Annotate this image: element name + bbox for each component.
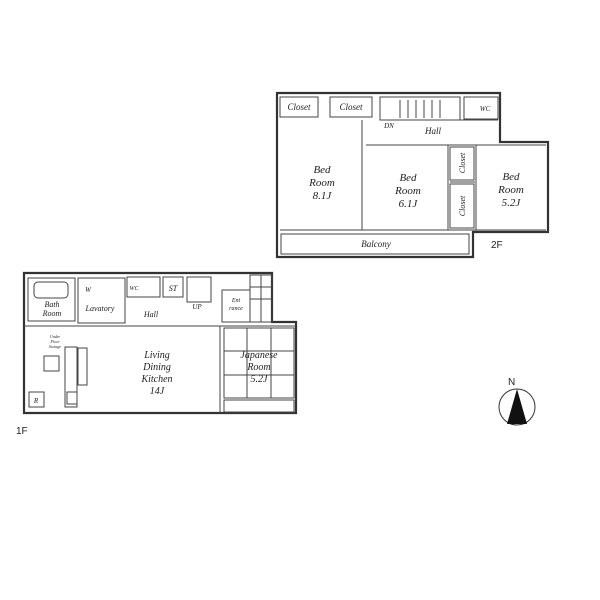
lavatory-label: Lavatory	[85, 304, 115, 313]
dn-label: DN	[383, 122, 394, 130]
closet-c-label: Closet	[458, 152, 467, 173]
closet-a-label: Closet	[287, 102, 311, 112]
storage-label: Under	[50, 334, 61, 339]
st-label: ST	[169, 284, 178, 293]
closet-c	[449, 146, 475, 181]
bathtub	[33, 281, 69, 299]
stove-icon	[66, 391, 78, 405]
floor-1-label: 1F	[16, 426, 28, 437]
interior-walls-1f	[24, 325, 296, 413]
hall-2f-label: Hall	[424, 126, 442, 136]
up-label: UP	[192, 303, 202, 311]
lavatory	[77, 277, 126, 324]
floor-1-outline	[22, 271, 298, 415]
hall-1f-label: Hall	[143, 310, 159, 319]
wc-2f-label: WC	[480, 105, 491, 113]
bed3-label: Bed	[502, 171, 520, 183]
closet-a	[279, 96, 319, 118]
bed3-size: 5.2J	[502, 197, 522, 209]
tatami-lines	[224, 328, 294, 398]
balcony-label: Balcony	[361, 239, 391, 249]
stair-treads	[399, 100, 441, 118]
floor-2-label: 2F	[491, 240, 503, 251]
r-label: R	[33, 397, 39, 405]
entrance-tiles	[249, 274, 273, 323]
closet-b-label: Closet	[339, 102, 363, 112]
under-floor-storage-hatch	[43, 355, 60, 372]
entrance-label: Ent	[231, 298, 241, 304]
interior-walls	[280, 119, 546, 231]
wc-1f	[126, 276, 161, 298]
kitchen-counter	[64, 346, 78, 408]
bed1-size: 8.1J	[313, 190, 333, 202]
wc-1f-label: WC	[130, 286, 140, 292]
ldk-label: Living	[143, 350, 170, 361]
closet-d-label: Closet	[458, 195, 467, 216]
japanese-room-label: Japanese	[240, 350, 278, 361]
r-box	[28, 391, 45, 408]
kitchen-fridge	[77, 347, 88, 386]
floor-2-outline	[275, 91, 550, 259]
bed3-label: Room	[497, 184, 524, 196]
ldk-label: Dining	[142, 362, 171, 373]
storage-label: Storage	[49, 344, 62, 349]
bath-label: Bath	[44, 300, 59, 309]
bath-label: Room	[42, 309, 62, 318]
japanese-room-label: Room	[246, 362, 270, 373]
tokonoma	[223, 399, 295, 413]
storage-st	[162, 276, 184, 298]
balcony	[280, 233, 470, 255]
bed2-label: Bed	[399, 172, 417, 184]
ldk-size: 14J	[150, 386, 165, 397]
ldk-label: Kitchen	[140, 374, 172, 385]
japanese-room-size: 5.2J	[251, 374, 269, 385]
staircase	[379, 96, 461, 121]
floor-1: Bath Room W Lavatory WC ST UP Hall Ent r…	[16, 271, 298, 437]
japanese-room	[223, 327, 295, 399]
staircase-1f	[186, 276, 212, 303]
bed2-size: 6.1J	[399, 198, 419, 210]
storage-label: Floor	[49, 339, 60, 344]
bath-room	[27, 277, 76, 322]
bed1-label: Bed	[313, 164, 331, 176]
bed2-label: Room	[394, 185, 421, 197]
north-arrow-icon: N	[498, 377, 536, 426]
closet-d	[449, 183, 475, 229]
bed1-label: Room	[308, 177, 335, 189]
north-label: N	[508, 377, 515, 388]
wc-2f	[463, 96, 499, 120]
entrance-label: rance	[229, 306, 243, 312]
washer-label: W	[85, 286, 92, 294]
closet-b	[329, 96, 373, 118]
floor-2: Closet Closet WC DN Hall Bed Room 8.1J B…	[275, 91, 550, 259]
